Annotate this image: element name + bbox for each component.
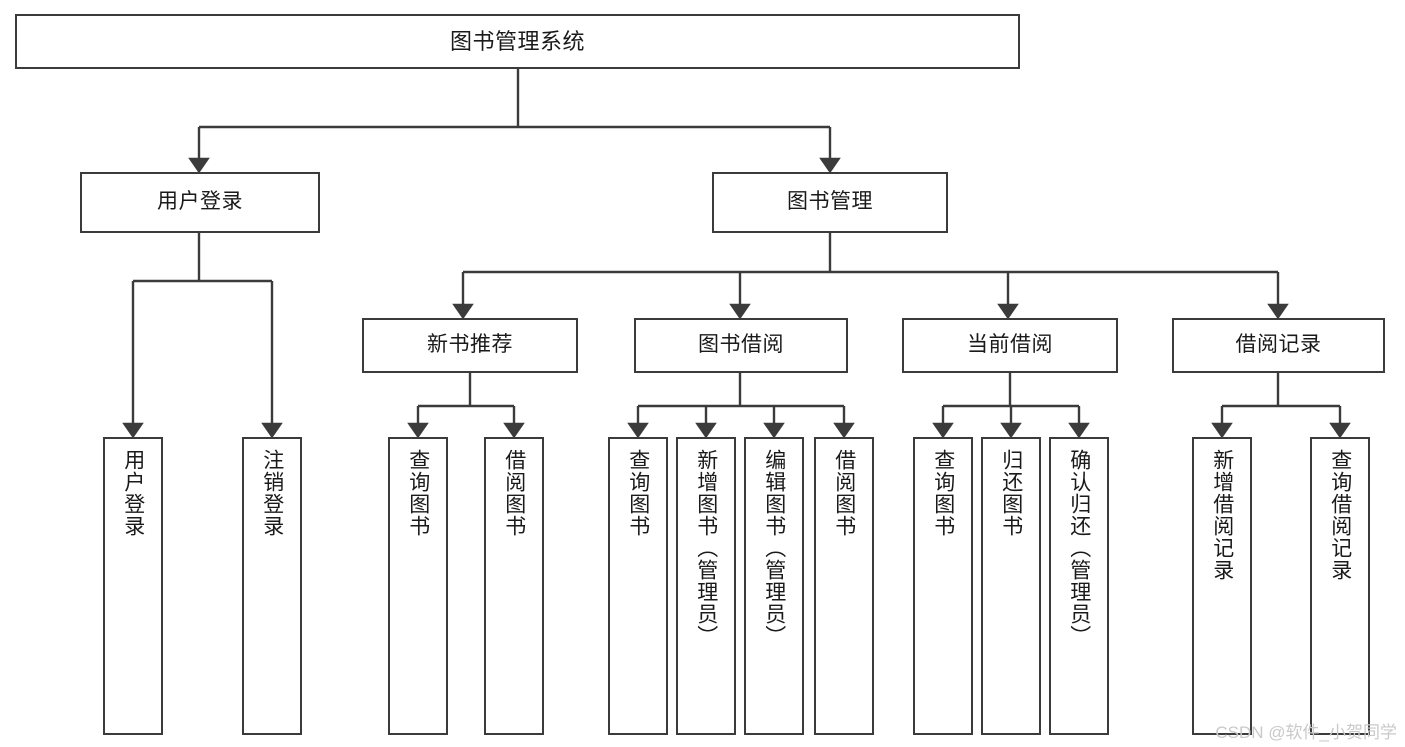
leaf-query-book-1-label: 查询图书 [406,449,430,537]
leaf-user-login[interactable]: 用户登录 [103,437,163,735]
leaf-add-record-label: 新增借阅记录 [1210,449,1234,581]
node-user-login[interactable]: 用户登录 [80,172,320,233]
node-new-book-rec-label: 新书推荐 [427,333,513,357]
leaf-user-login-label: 用户登录 [121,449,145,537]
leaf-query-book-3-label: 查询图书 [931,449,955,537]
leaf-edit-book-label: 编辑图书（管理员） [762,449,786,647]
node-book-manage-label: 图书管理 [787,190,873,214]
leaf-add-record[interactable]: 新增借阅记录 [1192,437,1252,735]
leaf-query-book-2-label: 查询图书 [626,449,650,537]
node-root[interactable]: 图书管理系统 [15,14,1020,69]
node-new-book-rec[interactable]: 新书推荐 [362,318,578,373]
leaf-borrow-book-2[interactable]: 借阅图书 [814,437,874,735]
node-user-login-label: 用户登录 [157,190,243,214]
leaf-confirm-return-label: 确认归还（管理员） [1067,449,1091,647]
leaf-query-book-3[interactable]: 查询图书 [913,437,973,735]
node-book-borrow-label: 图书借阅 [698,333,784,357]
node-current-borrow[interactable]: 当前借阅 [902,318,1118,373]
leaf-borrow-book-2-label: 借阅图书 [832,449,856,537]
leaf-query-book-1[interactable]: 查询图书 [388,437,448,735]
leaf-query-book-2[interactable]: 查询图书 [608,437,668,735]
leaf-borrow-book-1[interactable]: 借阅图书 [484,437,544,735]
node-book-borrow[interactable]: 图书借阅 [634,318,848,373]
node-book-manage[interactable]: 图书管理 [712,172,948,233]
leaf-edit-book[interactable]: 编辑图书（管理员） [744,437,804,735]
leaf-query-record[interactable]: 查询借阅记录 [1310,437,1370,735]
leaf-logout[interactable]: 注销登录 [242,437,302,735]
leaf-logout-label: 注销登录 [260,449,284,537]
csdn-watermark: CSDN @软件_小贺同学 [1215,723,1397,742]
node-root-label: 图书管理系统 [449,28,585,54]
node-borrow-record[interactable]: 借阅记录 [1172,318,1385,373]
leaf-query-record-label: 查询借阅记录 [1328,449,1352,581]
node-borrow-record-label: 借阅记录 [1235,333,1322,357]
leaf-add-book[interactable]: 新增图书（管理员） [676,437,736,735]
leaf-borrow-book-1-label: 借阅图书 [502,449,526,537]
node-current-borrow-label: 当前借阅 [967,333,1053,357]
leaf-return-book-label: 归还图书 [999,449,1023,537]
leaf-add-book-label: 新增图书（管理员） [694,449,718,647]
leaf-confirm-return[interactable]: 确认归还（管理员） [1049,437,1109,735]
leaf-return-book[interactable]: 归还图书 [981,437,1041,735]
